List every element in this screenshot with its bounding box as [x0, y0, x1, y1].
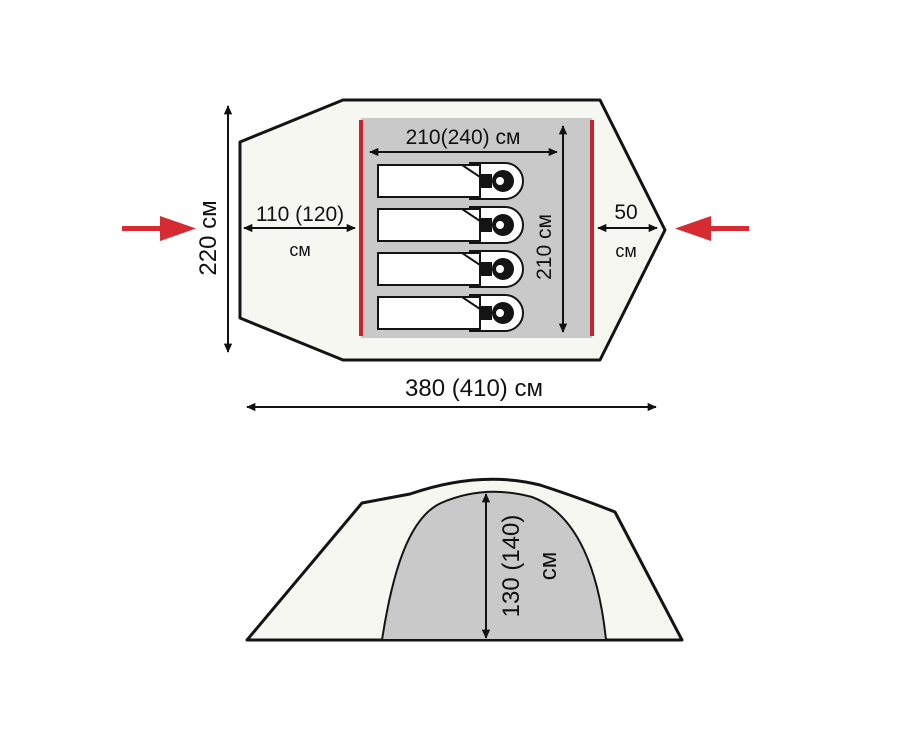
- overall-length-label: 380 (410) см: [405, 375, 543, 402]
- red-arrow-icon: [122, 216, 196, 241]
- inner-tent-arch: [380, 490, 608, 641]
- top-view: 210(240) см 210 см 220 см 110 (120) см 5…: [122, 98, 749, 412]
- height-unit-label: см: [535, 552, 562, 581]
- sleeping-bag-icon: [377, 206, 524, 244]
- sleeping-bag-icon: [377, 162, 524, 200]
- overall-width-label: 220 см: [195, 200, 222, 275]
- vestibule-right-value: 50: [614, 201, 637, 224]
- sleeping-bag-icon: [377, 250, 524, 288]
- vestibule-right-unit: см: [615, 241, 636, 261]
- sleeping-bag-icon: [377, 294, 524, 332]
- red-arrow-icon: [675, 216, 749, 241]
- height-value-label: 130 (140): [498, 515, 525, 618]
- side-view: 130 (140) см: [245, 477, 684, 642]
- vestibule-left-value: 110 (120): [256, 203, 344, 226]
- sleeping-places: [377, 162, 524, 332]
- inner-length-label: 210(240) см: [406, 126, 521, 149]
- vestibule-left-unit: см: [289, 240, 310, 260]
- inner-width-label: 210 см: [533, 214, 556, 280]
